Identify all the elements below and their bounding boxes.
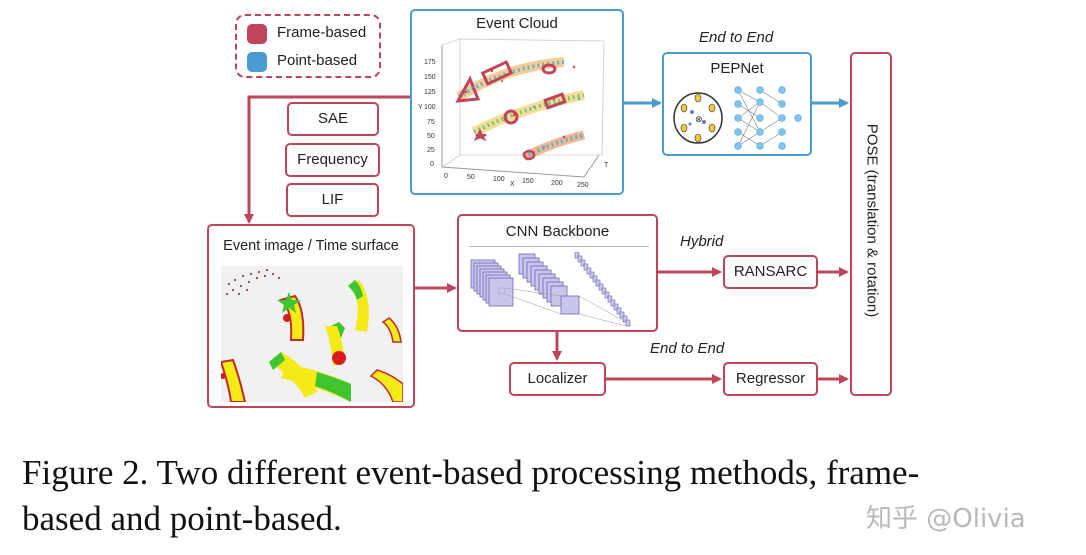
- x-tick-labels: 0 50 100 150 200 250 X T: [444, 162, 609, 189]
- frame-based-swatch: [247, 24, 267, 44]
- cnn-backbone-box: CNN Backbone: [457, 214, 658, 332]
- localizer-box: Localizer: [509, 362, 606, 396]
- pepnet-box: PEPNet ⊗: [662, 52, 812, 156]
- frequency-box: Frequency: [285, 143, 380, 177]
- sae-label: SAE: [317, 110, 348, 127]
- pepnet-header: End to End: [699, 29, 774, 46]
- event-cloud-box: Event Cloud 175 150 125 100 75 50 25 0 Y…: [410, 9, 624, 195]
- pose-label: POSE (translation & rotation): [863, 123, 881, 318]
- point-based-label: Point-based: [277, 52, 358, 69]
- frame-based-label: Frame-based: [277, 24, 367, 41]
- x-tick-label: 150: [522, 178, 534, 185]
- svg-text:⊗: ⊗: [695, 115, 703, 125]
- event-cloud-plot: 175 150 125 100 75 50 25 0 Y 0 50 100 15…: [418, 38, 609, 189]
- pepnet-title: PEPNet: [710, 60, 764, 77]
- frequency-label: Frequency: [297, 151, 368, 168]
- legend: Frame-based Point-based: [235, 14, 381, 78]
- event-image-title: Event image / Time surface: [223, 238, 399, 254]
- cnn-title-divider: [469, 246, 649, 247]
- point-based-swatch: [247, 52, 267, 72]
- y-tick-label: 125: [424, 89, 436, 96]
- y-tick-labels: 175 150 125 100 75 50 25 0 Y: [418, 59, 436, 168]
- y-tick-label: 0: [430, 161, 434, 168]
- y-tick-label: 50: [427, 133, 435, 140]
- x-tick-label: 50: [467, 174, 475, 181]
- ransarc-label: RANSARC: [733, 263, 808, 280]
- pose-box: POSE (translation & rotation): [850, 52, 892, 396]
- arrow-cloud-to-image: [244, 95, 410, 224]
- y-tick-label: 100: [424, 104, 436, 111]
- t-axis-label: T: [604, 162, 609, 169]
- pepnet-network-icon: ⊗: [673, 86, 802, 150]
- x-tick-label: 250: [577, 182, 589, 189]
- figure-caption-line2: based and point-based.: [22, 499, 342, 538]
- localizer-label: Localizer: [527, 370, 588, 387]
- x-tick-label: 0: [444, 173, 448, 180]
- lif-box: LIF: [286, 183, 379, 217]
- y-tick-label: 150: [424, 74, 436, 81]
- cnn-backbone-title: CNN Backbone: [505, 223, 610, 240]
- x-tick-label: 100: [493, 176, 505, 183]
- x-tick-label: 200: [551, 180, 563, 187]
- hybrid-header: Hybrid: [680, 233, 724, 250]
- point-cloud-points: [455, 57, 586, 162]
- figure-caption-line1: Figure 2. Two different event-based proc…: [22, 453, 920, 492]
- event-cloud-title: Event Cloud: [476, 15, 558, 32]
- event-image-box: Event image / Time surface: [207, 224, 415, 408]
- lif-label: LIF: [321, 191, 344, 208]
- regressor-label: Regressor: [735, 370, 806, 387]
- cnn-layers-diagram: [470, 252, 631, 327]
- event-image-picture: [221, 266, 403, 402]
- end-to-end-header-2: End to End: [650, 340, 725, 357]
- y-tick-label: 25: [427, 147, 435, 154]
- y-tick-label: 175: [424, 59, 436, 66]
- y-axis-label: Y: [418, 104, 423, 111]
- sae-box: SAE: [287, 102, 379, 136]
- watermark: 知乎 @Olivia: [866, 504, 1026, 534]
- regressor-box: Regressor: [723, 362, 818, 396]
- x-axis-label: X: [510, 181, 515, 188]
- y-tick-label: 75: [427, 119, 435, 126]
- ransarc-box: RANSARC: [723, 255, 818, 289]
